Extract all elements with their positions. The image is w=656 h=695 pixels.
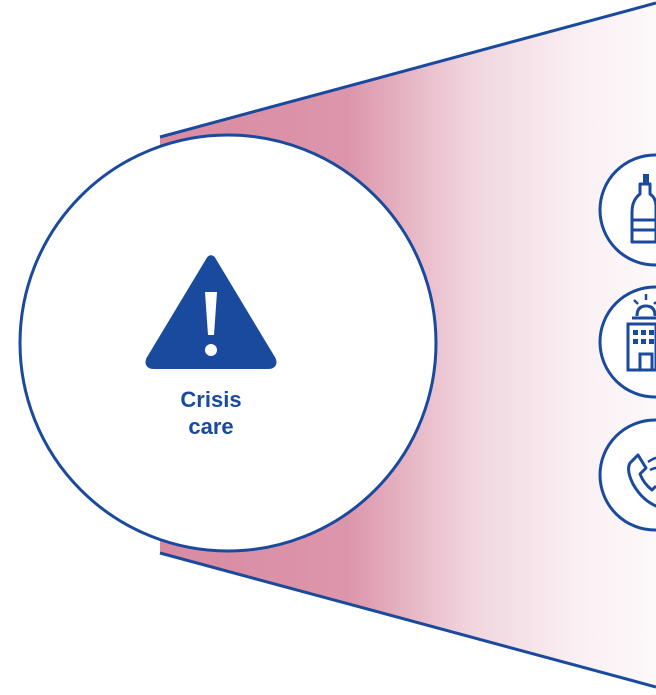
- main-label: Crisis care: [111, 386, 311, 440]
- cone-top-edge: [159, 1, 656, 139]
- warning-triangle-icon: [145, 255, 277, 369]
- cone-bottom-edge: [159, 551, 656, 689]
- ambulance-siren-icon: [598, 153, 656, 267]
- main-label-line-1: Crisis: [180, 387, 242, 412]
- phone-call-icon: [598, 418, 656, 532]
- emergency-building-icon: [598, 285, 656, 399]
- main-label-line-2: care: [188, 414, 234, 439]
